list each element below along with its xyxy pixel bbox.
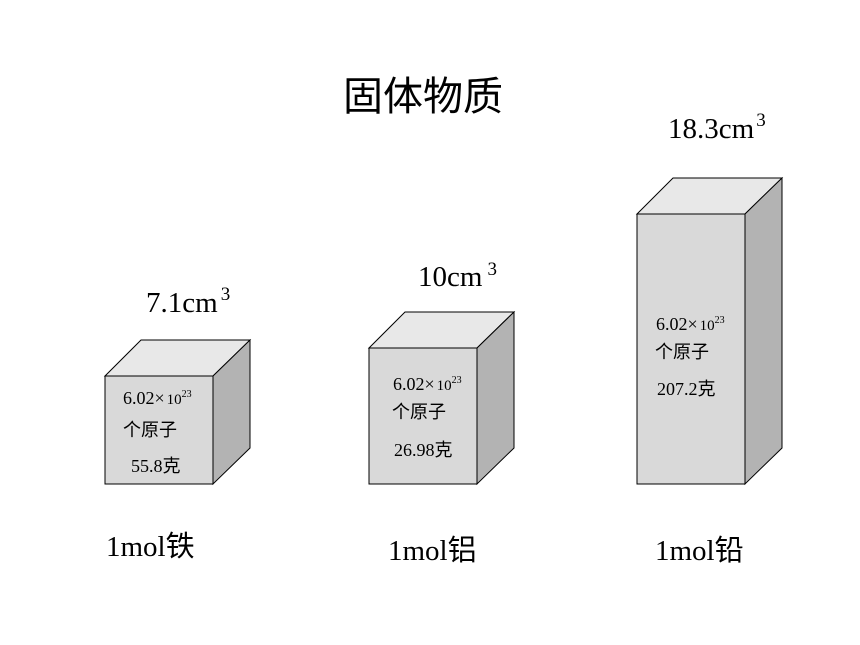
lead-volume-exponent: 3 bbox=[756, 110, 766, 131]
page-title: 固体物质 bbox=[343, 74, 503, 120]
iron-mass: 55.8克 bbox=[131, 456, 181, 476]
iron-atom-count: 6.02×1023 bbox=[123, 388, 192, 408]
aluminium-caption: 1mol铝 bbox=[388, 534, 477, 567]
iron-atom-unit: 个原子 bbox=[123, 420, 177, 440]
lead-atom-unit: 个原子 bbox=[655, 342, 709, 362]
aluminium-count-exponent: 23 bbox=[452, 375, 462, 386]
lead-atom-count: 6.02×1023 bbox=[656, 314, 725, 334]
lead-block-front-face bbox=[636, 213, 746, 485]
aluminium-atom-count: 6.02×1023 bbox=[393, 374, 462, 394]
iron-caption: 1mol铁 bbox=[106, 530, 195, 563]
aluminium-atom-unit: 个原子 bbox=[392, 402, 446, 422]
aluminium-volume-value: 10cm bbox=[418, 261, 483, 293]
aluminium-count-base: 10 bbox=[437, 378, 452, 394]
lead-count-exponent: 23 bbox=[715, 315, 725, 326]
iron-volume-exponent: 3 bbox=[221, 284, 231, 305]
lead-caption: 1mol铅 bbox=[655, 534, 744, 567]
lead-volume-value: 18.3cm bbox=[668, 113, 755, 145]
lead-count-base: 10 bbox=[700, 318, 715, 334]
iron-block-front-face bbox=[104, 375, 214, 485]
lead-mass: 207.2克 bbox=[657, 379, 716, 399]
iron-count-coefficient: 6.02× bbox=[123, 388, 165, 408]
aluminium-volume-exponent: 3 bbox=[487, 259, 497, 280]
iron-count-base: 10 bbox=[167, 392, 182, 408]
iron-volume-value: 7.1cm bbox=[146, 287, 218, 319]
aluminium-block-front-face bbox=[368, 347, 478, 485]
iron-count-exponent: 23 bbox=[182, 389, 192, 400]
lead-block-side-face bbox=[744, 176, 783, 486]
lead-count-coefficient: 6.02× bbox=[656, 314, 698, 334]
aluminium-count-coefficient: 6.02× bbox=[393, 374, 435, 394]
aluminium-mass: 26.98克 bbox=[394, 440, 453, 460]
